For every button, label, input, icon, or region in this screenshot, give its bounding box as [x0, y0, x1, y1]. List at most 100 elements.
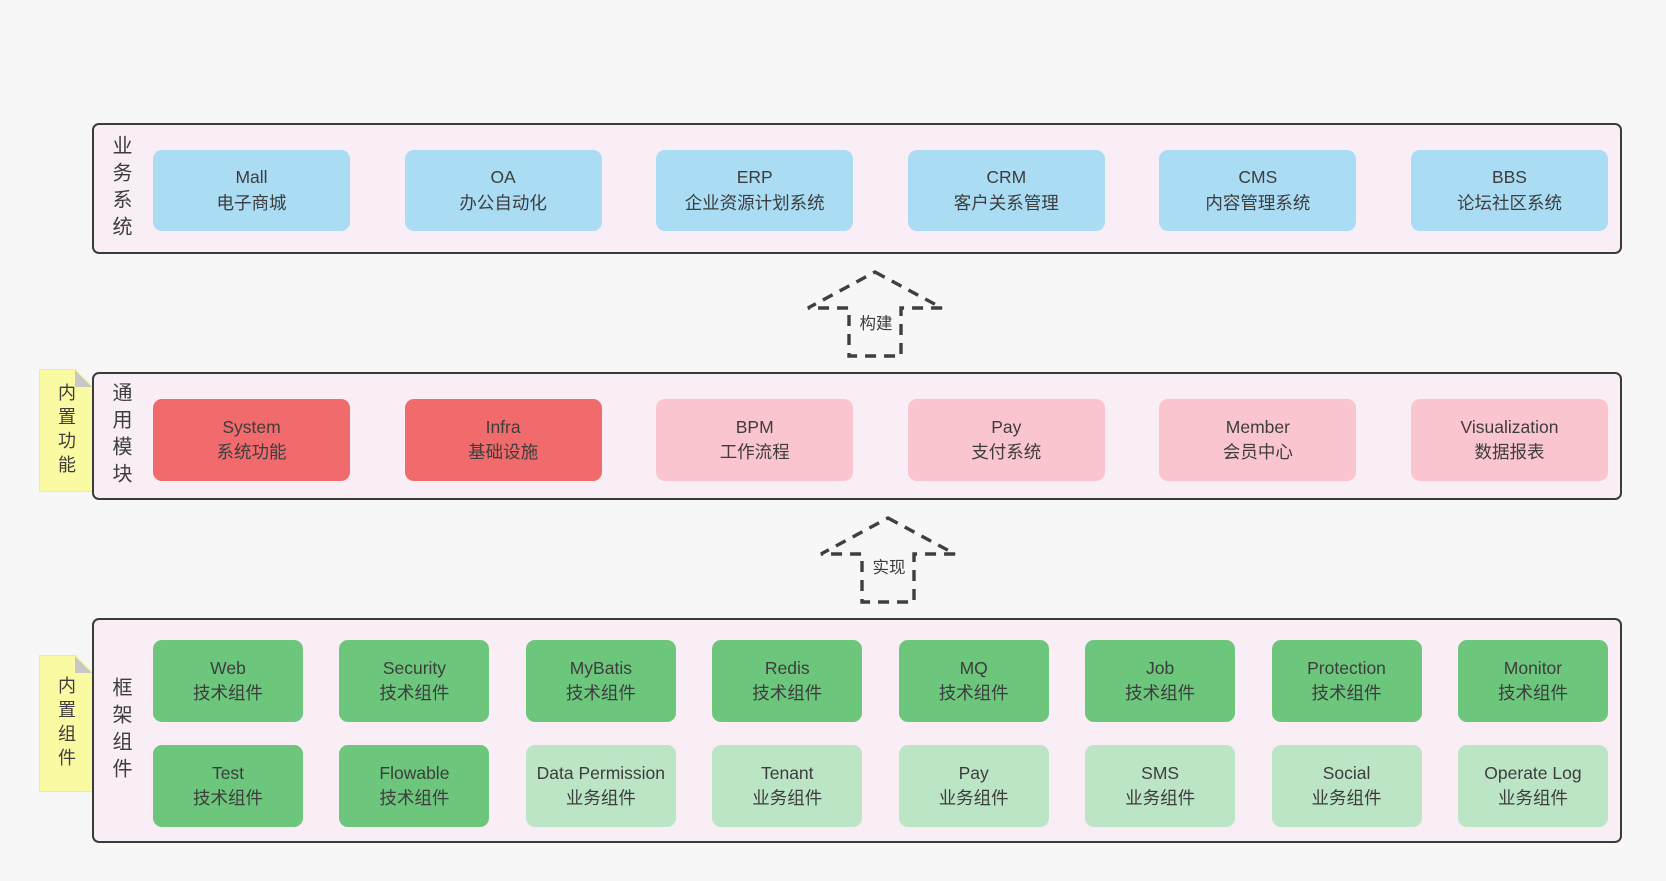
box-subtitle: 技术组件 [1497, 683, 1568, 703]
box-subtitle: 基础设施 [468, 442, 539, 462]
arrow-label-build: 构建 [855, 308, 897, 336]
box-subtitle: 客户关系管理 [953, 192, 1059, 213]
box-title: Protection [1307, 657, 1386, 678]
common-modules-row: System 系统功能 Infra 基础设施 BPM 工作流程 Pay 支付系统 Member 会… [153, 399, 1608, 481]
box-subtitle: 内容管理系统 [1205, 192, 1311, 213]
component-box-erp: ERP 企业资源计划系统 [656, 150, 854, 231]
box-subtitle: 工作流程 [719, 442, 790, 462]
box-title: Data Permission [536, 762, 666, 783]
sticky-note-built-in-components: 内置组件 [39, 655, 93, 792]
box-subtitle: 技术组件 [752, 683, 823, 703]
box-subtitle: 业务组件 [1311, 788, 1382, 808]
component-box-bbs: BBS 论坛社区系统 [1410, 150, 1608, 231]
sticky-note-built-in-features: 内置功能 [39, 369, 93, 492]
box-subtitle: 技术组件 [379, 788, 450, 808]
box-title: MyBatis [569, 657, 632, 678]
box-subtitle: 业务组件 [1125, 788, 1196, 808]
component-box-visualization: Visualization 数据报表 [1410, 399, 1608, 481]
component-box-mybatis: MyBatis 技术组件 [525, 640, 676, 722]
box-title: CMS [1238, 167, 1278, 188]
box-subtitle: 业务组件 [565, 788, 636, 808]
box-title: Operate Log [1484, 762, 1582, 783]
arrow-outline [807, 270, 943, 358]
component-box-pay: Pay 支付系统 [907, 399, 1105, 481]
box-title: MQ [959, 657, 988, 678]
box-subtitle: 业务组件 [938, 788, 1009, 808]
box-subtitle: 技术组件 [565, 683, 636, 703]
dashed-up-arrow-implement [820, 516, 956, 604]
box-subtitle: 支付系统 [971, 442, 1042, 462]
box-title: Pay [991, 416, 1022, 437]
component-box-tenant: Tenant 业务组件 [712, 745, 863, 827]
component-box-flowable: Flowable 技术组件 [339, 745, 490, 827]
box-subtitle: 办公自动化 [459, 192, 547, 213]
box-title: Web [210, 657, 246, 678]
box-subtitle: 技术组件 [938, 683, 1009, 703]
box-title: System [222, 416, 281, 437]
box-subtitle: 会员中心 [1222, 442, 1293, 462]
component-box-infra: Infra 基础设施 [404, 399, 602, 481]
component-box-redis: Redis 技术组件 [712, 640, 863, 722]
layer-common-modules: 通用模块 System 系统功能 Infra 基础设施 BPM 工作流程 Pay 支付系统 Me… [92, 372, 1622, 500]
box-title: Social [1322, 762, 1371, 783]
box-title: Redis [764, 657, 810, 678]
box-title: Test [211, 762, 245, 783]
note-fold-corner [75, 656, 92, 673]
box-subtitle: 技术组件 [193, 788, 263, 808]
box-subtitle: 系统功能 [216, 442, 287, 462]
box-title: Member [1225, 416, 1290, 437]
box-subtitle: 数据报表 [1474, 442, 1545, 462]
box-subtitle: 技术组件 [193, 683, 263, 703]
arrow-label-implement: 实现 [868, 552, 910, 580]
component-box-bpm: BPM 工作流程 [656, 399, 854, 481]
note-label: 内置功能 [56, 382, 76, 479]
component-box-operate-log: Operate Log 业务组件 [1457, 745, 1608, 827]
component-box-security: Security 技术组件 [339, 640, 490, 722]
box-title: BBS [1491, 167, 1527, 188]
box-title: Monitor [1503, 657, 1563, 678]
box-title: BPM [735, 416, 774, 437]
component-box-social: Social 业务组件 [1271, 745, 1422, 827]
box-subtitle: 企业资源计划系统 [684, 192, 825, 213]
box-subtitle: 技术组件 [379, 683, 450, 703]
component-box-member: Member 会员中心 [1159, 399, 1357, 481]
component-box-protection: Protection 技术组件 [1271, 640, 1422, 722]
box-subtitle: 技术组件 [1125, 683, 1196, 703]
box-title: CRM [986, 167, 1027, 188]
component-box-pay: Pay 业务组件 [898, 745, 1049, 827]
box-title: Infra [485, 416, 521, 437]
box-title: OA [490, 167, 516, 188]
dashed-up-arrow-build [807, 270, 943, 358]
box-title: Mall [235, 167, 268, 188]
box-title: Tenant [760, 762, 814, 783]
arrow-outline [820, 516, 956, 604]
box-title: ERP [736, 167, 773, 188]
component-box-test: Test 技术组件 [153, 745, 303, 827]
box-title: Flowable [379, 762, 450, 783]
layer-label-framework-components: 框架组件 [109, 676, 131, 785]
box-subtitle: 论坛社区系统 [1456, 192, 1562, 213]
component-box-mq: MQ 技术组件 [898, 640, 1049, 722]
layer-label-business-systems: 业务系统 [109, 134, 131, 243]
box-title: Pay [958, 762, 989, 783]
layer-label-common-modules: 通用模块 [109, 382, 131, 490]
component-box-monitor: Monitor 技术组件 [1457, 640, 1608, 722]
box-subtitle: 业务组件 [752, 788, 823, 808]
box-title: Security [382, 657, 447, 678]
box-subtitle: 技术组件 [1311, 683, 1382, 703]
box-title: Visualization [1460, 416, 1559, 437]
component-box-data-permission: Data Permission 业务组件 [525, 745, 676, 827]
note-label: 内置组件 [56, 675, 76, 772]
component-box-web: Web 技术组件 [153, 640, 303, 722]
box-subtitle: 业务组件 [1497, 788, 1568, 808]
component-box-system: System 系统功能 [153, 399, 350, 481]
component-box-cms: CMS 内容管理系统 [1159, 150, 1357, 231]
